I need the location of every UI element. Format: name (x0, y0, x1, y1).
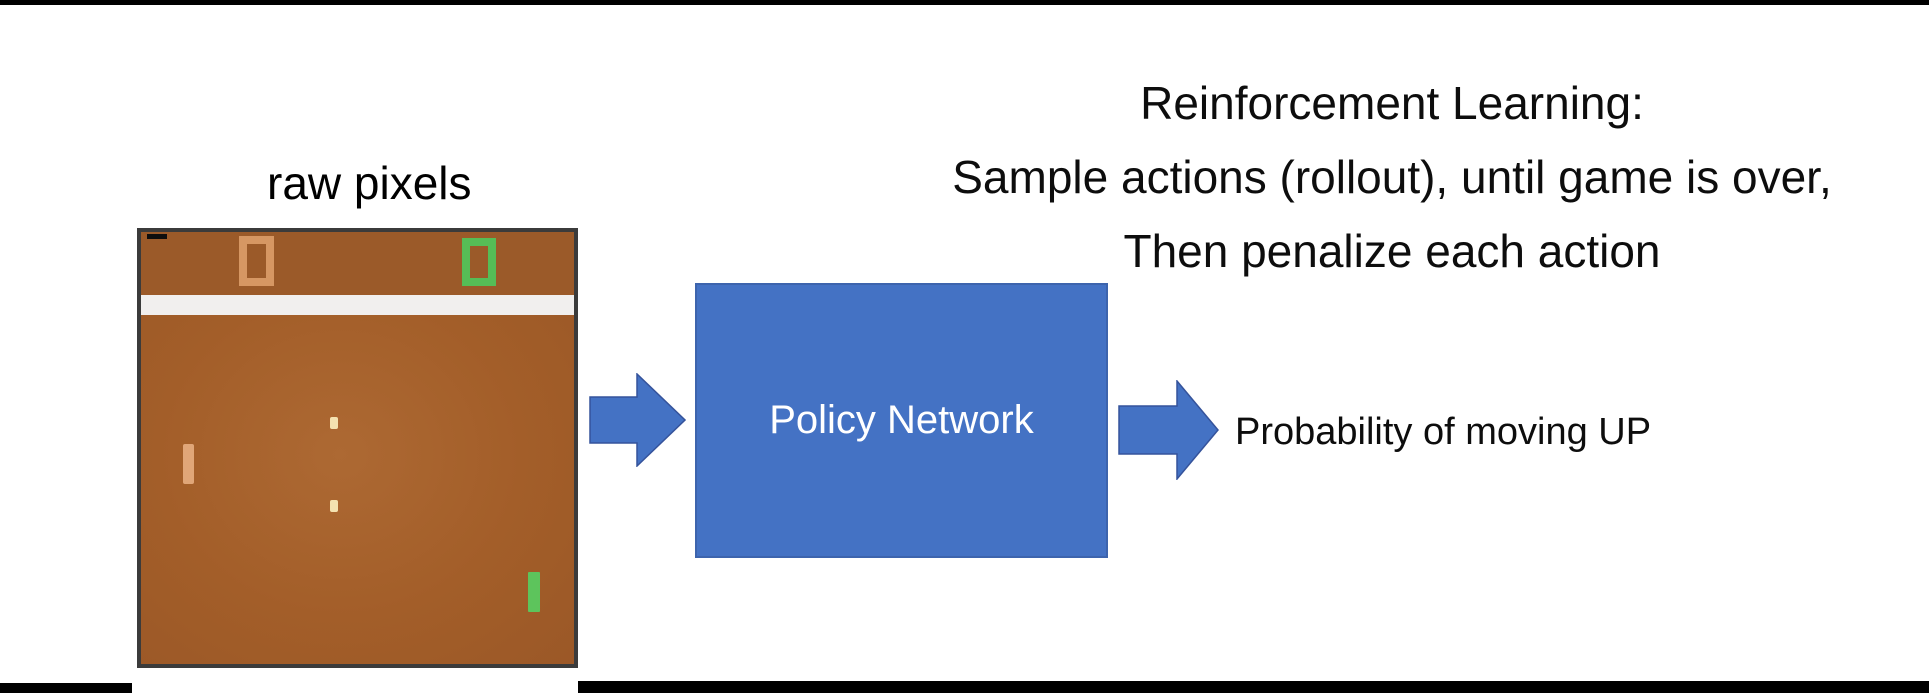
policy-network-box: Policy Network (695, 283, 1108, 558)
policy-network-label: Policy Network (769, 398, 1034, 442)
left-paddle (183, 444, 194, 484)
game-top-left-notch (147, 234, 167, 239)
title-line-2: Sample actions (rollout), until game is … (952, 151, 1832, 203)
game-ball (330, 417, 338, 429)
title-block: Reinforcement Learning: Sample actions (… (852, 66, 1929, 288)
top-black-bar (0, 0, 1929, 5)
game-ball (330, 500, 338, 512)
output-arrow-icon (1118, 380, 1219, 480)
pong-game-screenshot (137, 228, 578, 668)
title-line-3: Then penalize each action (1123, 225, 1661, 277)
right-paddle (528, 572, 540, 612)
probability-output-label: Probability of moving UP (1235, 411, 1652, 453)
right-score-digit (462, 238, 496, 286)
raw-pixels-label: raw pixels (267, 157, 472, 209)
left-score-digit (239, 236, 274, 286)
bottom-right-black-bar (578, 681, 1929, 693)
bottom-left-black-bar (0, 683, 132, 693)
game-playfield (141, 315, 574, 664)
input-arrow-icon (589, 373, 686, 467)
game-white-band (141, 295, 574, 315)
title-line-1: Reinforcement Learning: (1140, 77, 1644, 129)
